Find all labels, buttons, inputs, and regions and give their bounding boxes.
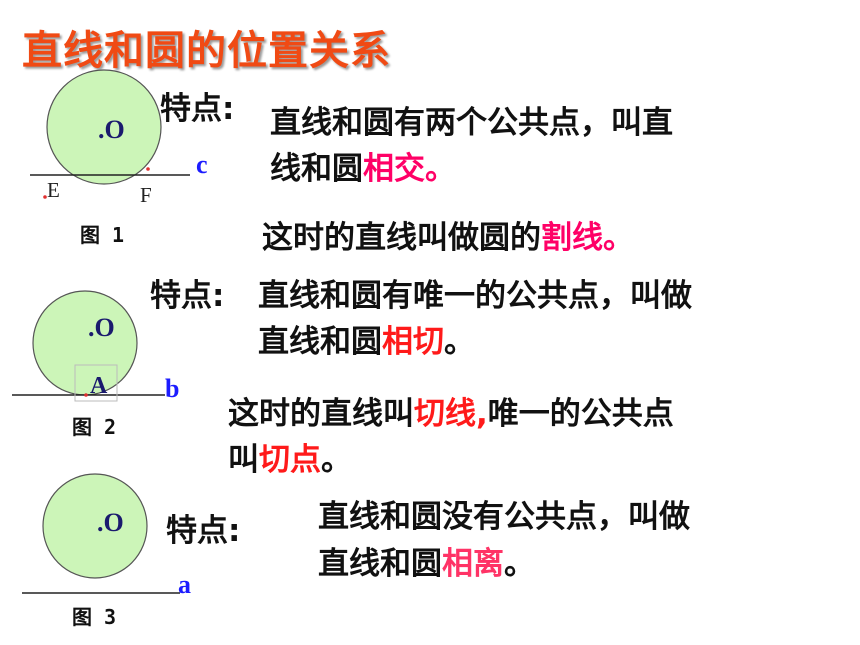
term-separate: 相离 (442, 546, 504, 582)
secant-statement: 这时的直线叫做圆的割线。 (262, 215, 634, 261)
center-o-fig2: .O (88, 313, 115, 342)
page-title: 直线和圆的位置关系 (22, 28, 391, 74)
tangent-prefix: 这时的直线叫 (228, 396, 414, 432)
tangent-statement-line1: 这时的直线叫切线,唯一的公共点 (228, 391, 674, 437)
description-fig3-line2: 直线和圆相离。 (318, 541, 535, 587)
line-label-c: c (196, 150, 208, 179)
punctuation: 。 (425, 151, 456, 187)
tangent-rest: 唯一的公共点 (487, 396, 674, 432)
feature-label-fig2: 特点: (150, 278, 225, 314)
point-f-dot (146, 167, 150, 171)
feature-label-fig1: 特点: (160, 91, 235, 127)
term-tangent: 相切 (382, 324, 444, 360)
description-fig2-line1: 直线和圆有唯一的公共点，叫做 (258, 278, 692, 314)
punctuation: 。 (504, 546, 535, 582)
point-e-dot (43, 195, 47, 199)
description-fig1-line2: 线和圆相交。 (270, 146, 456, 192)
punctuation: 。 (603, 220, 634, 256)
punctuation: 。 (321, 442, 352, 478)
center-o-fig1: .O (98, 115, 125, 144)
description-fig3-prefix: 直线和圆 (318, 546, 442, 582)
tangent-statement-line2: 叫切点。 (228, 437, 352, 483)
point-label-f: F (140, 183, 152, 207)
description-fig1-prefix: 线和圆 (270, 151, 363, 187)
point-a-dot (84, 393, 88, 397)
figure-caption-3: 图 3 (72, 605, 117, 629)
center-o-fig3: .O (97, 508, 124, 537)
description-fig2-prefix: 直线和圆 (258, 324, 382, 360)
feature-label-fig3: 特点: (166, 513, 241, 549)
term-tangent-line: 切线, (414, 396, 488, 432)
figure-caption-1: 图 1 (80, 223, 125, 247)
description-fig2-line2: 直线和圆相切。 (258, 319, 475, 365)
description-fig1-line1: 直线和圆有两个公共点，叫直 (270, 105, 673, 141)
tangent-point-box (74, 364, 118, 402)
circle-fig3 (42, 473, 148, 579)
punctuation: 。 (444, 324, 475, 360)
tangent-line2-prefix: 叫 (228, 442, 259, 478)
point-label-a: A (90, 373, 108, 399)
term-intersect: 相交 (363, 151, 425, 187)
point-label-e: E (47, 178, 60, 202)
term-tangent-point: 切点 (259, 442, 321, 478)
secant-prefix: 这时的直线叫做圆的 (262, 220, 541, 256)
line-label-b: b (165, 374, 180, 403)
description-fig3-line1: 直线和圆没有公共点，叫做 (318, 499, 690, 535)
circle-fig2 (32, 290, 138, 396)
figure-caption-2: 图 2 (72, 415, 117, 439)
line-label-a: a (178, 570, 191, 599)
term-secant: 割线 (541, 220, 603, 256)
circle-fig1 (46, 69, 162, 185)
